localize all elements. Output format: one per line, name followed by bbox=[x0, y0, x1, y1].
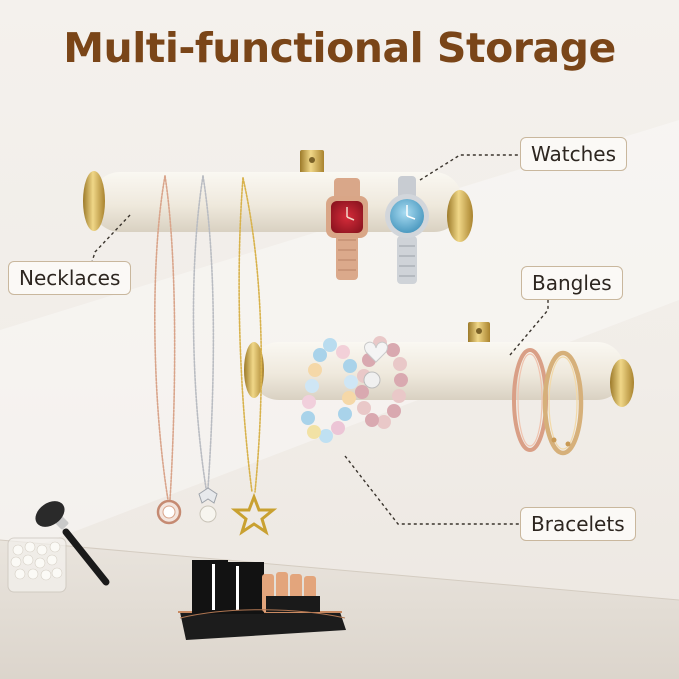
necklace-rose-gold bbox=[154, 175, 182, 525]
necklace-silver bbox=[192, 175, 218, 523]
pearl-jar bbox=[7, 537, 67, 593]
lipstick-holder bbox=[178, 560, 346, 640]
makeup-brush bbox=[35, 501, 110, 586]
watch-blue-face bbox=[385, 176, 429, 284]
label-bangles: Bangles bbox=[521, 266, 623, 300]
bottom-bar-left-cap bbox=[244, 342, 264, 398]
necklace-gold-star bbox=[230, 177, 278, 536]
light-beam bbox=[0, 120, 679, 560]
bracelet-pink-pearls bbox=[355, 336, 408, 429]
bangles-callout-line bbox=[509, 300, 549, 356]
bracelet-pastel-beads bbox=[301, 338, 358, 443]
top-hanger-bar bbox=[83, 150, 473, 242]
bracelets-callout-line bbox=[344, 455, 520, 525]
top-bar-right-cap bbox=[447, 190, 473, 242]
page-title: Multi-functional Storage bbox=[63, 24, 616, 72]
label-necklaces: Necklaces bbox=[8, 261, 132, 295]
label-bracelets: Bracelets bbox=[520, 507, 636, 541]
callout-lines bbox=[91, 154, 549, 525]
label-watches: Watches bbox=[520, 137, 627, 171]
bangle-gold bbox=[542, 350, 584, 456]
bottom-bar-right-cap bbox=[610, 359, 634, 407]
top-bar-left-cap bbox=[83, 171, 105, 231]
table-surface bbox=[0, 540, 679, 679]
watch-red-face bbox=[326, 178, 368, 280]
necklaces-callout-line bbox=[91, 214, 131, 263]
